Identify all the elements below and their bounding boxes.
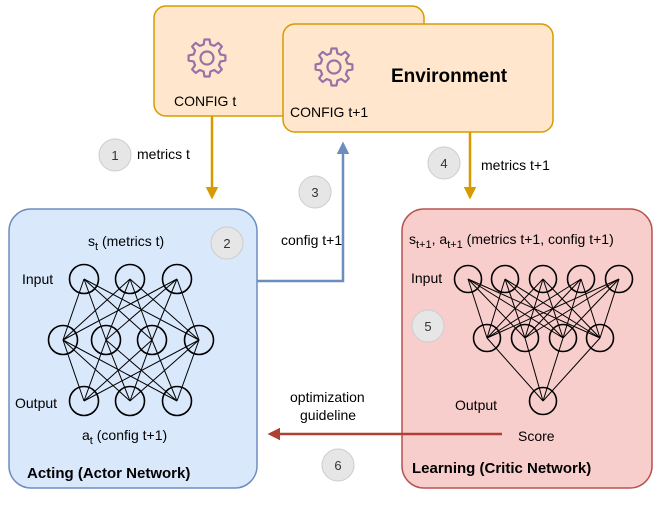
critic-network-box: st+1, at+1 (metrics t+1, config t+1) Inp…: [401, 208, 653, 489]
network-edge: [542, 337, 564, 402]
arrow-config-t1: [257, 141, 350, 283]
network-node: [604, 264, 634, 294]
network-node: [472, 323, 502, 353]
svg-text:5: 5: [424, 319, 431, 334]
optimization-label-line1: optimization: [290, 389, 365, 405]
network-edge: [129, 339, 200, 402]
svg-text:4: 4: [440, 156, 447, 171]
network-node: [528, 264, 558, 294]
actor-state-label: st (metrics t): [88, 233, 164, 253]
network-edge: [83, 278, 107, 341]
network-edge: [599, 278, 620, 339]
svg-text:1: 1: [111, 148, 118, 163]
critic-title: Learning (Critic Network): [412, 460, 591, 477]
critic-input-label: Input: [411, 270, 442, 286]
actor-network-box: st (metrics t) Input Output at (config t…: [8, 208, 258, 489]
critic-state-action-label: st+1, at+1 (metrics t+1, config t+1): [409, 231, 614, 251]
network-edge: [486, 278, 506, 339]
step-badge-3: 3: [298, 175, 332, 209]
actor-action-label: at (config t+1): [82, 427, 167, 447]
network-node: [114, 385, 146, 417]
actor-title: Acting (Actor Network): [27, 465, 190, 482]
network-node: [183, 324, 215, 356]
critic-neural-network: [453, 264, 634, 416]
step-badge-1: 1: [98, 138, 132, 172]
network-edge: [467, 278, 488, 339]
network-edge: [486, 278, 620, 339]
network-node: [90, 324, 122, 356]
optimization-label-line2: guideline: [300, 407, 356, 423]
network-node: [68, 263, 100, 295]
svg-text:6: 6: [334, 458, 341, 473]
network-edge: [524, 337, 544, 402]
network-edge: [176, 278, 200, 341]
critic-output-label: Output: [455, 397, 497, 413]
network-node: [548, 323, 578, 353]
network-node: [68, 385, 100, 417]
step-badge-4: 4: [427, 146, 461, 180]
network-edge: [62, 339, 85, 402]
network-edge: [62, 339, 178, 402]
network-edge: [83, 339, 200, 402]
step-badge-6: 6: [321, 448, 355, 482]
network-node: [161, 385, 193, 417]
actor-output-label: Output: [15, 395, 57, 411]
network-node: [585, 323, 615, 353]
metrics-t-label: metrics t: [137, 146, 190, 162]
network-node: [510, 323, 540, 353]
network-node: [490, 264, 520, 294]
network-edge: [486, 278, 582, 339]
config-t-label: CONFIG t: [174, 93, 236, 109]
network-edge: [62, 278, 178, 341]
svg-text:2: 2: [223, 236, 230, 251]
config-t1-label: CONFIG t+1: [290, 104, 368, 120]
environment-title: Environment: [391, 66, 508, 87]
network-node: [566, 264, 596, 294]
network-edge: [62, 278, 85, 341]
network-node: [453, 264, 483, 294]
network-node: [47, 324, 79, 356]
network-node: [136, 324, 168, 356]
network-node: [114, 263, 146, 295]
step-badge-2: 2: [210, 226, 244, 260]
metrics-t1-label: metrics t+1: [481, 157, 550, 173]
environment-box: Environment CONFIG t+1: [282, 23, 554, 133]
actor-neural-network: [47, 263, 215, 417]
config-t1-arrow-label: config t+1: [281, 232, 342, 248]
svg-text:3: 3: [311, 185, 318, 200]
actor-input-label: Input: [22, 271, 53, 287]
network-node: [161, 263, 193, 295]
network-edge: [105, 278, 178, 341]
network-edge: [524, 278, 620, 339]
step-badge-5: 5: [411, 309, 445, 343]
network-node: [528, 386, 558, 416]
network-edge: [151, 278, 178, 341]
network-edge: [83, 339, 107, 402]
network-edge: [176, 339, 200, 402]
critic-score-label: Score: [518, 428, 555, 444]
network-edge: [105, 278, 131, 341]
